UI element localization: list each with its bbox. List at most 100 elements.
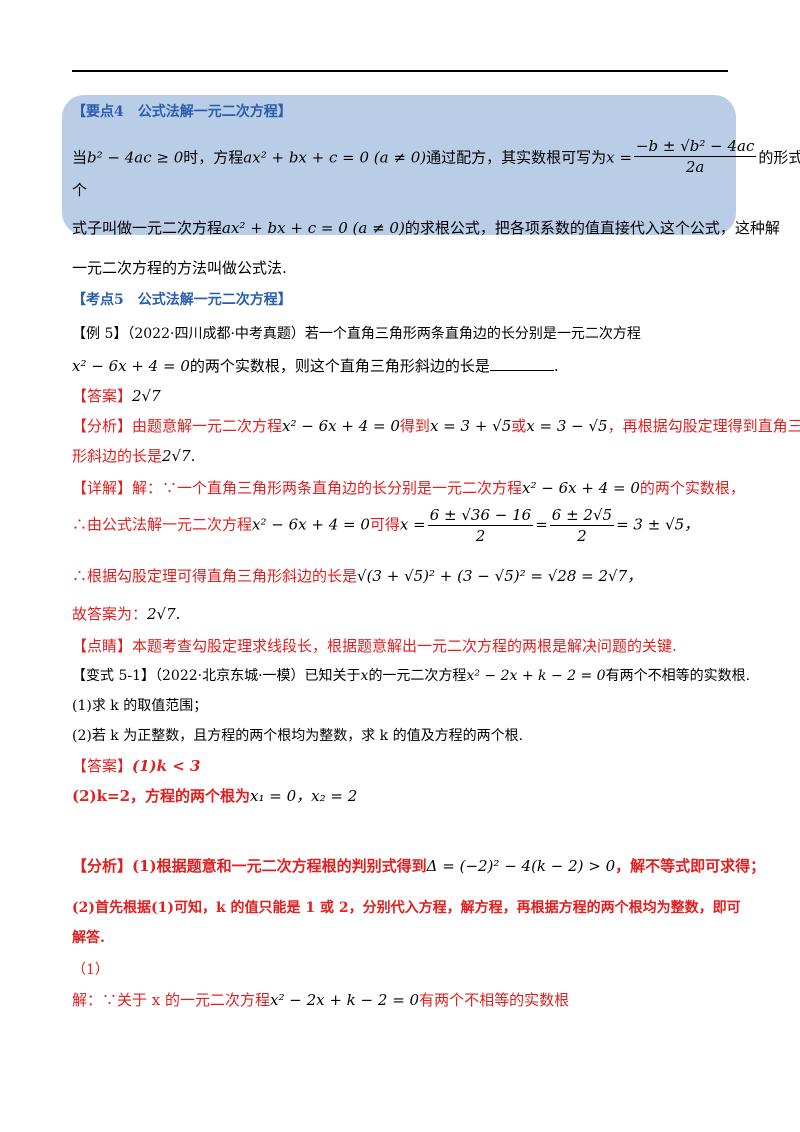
detail2-b: 可得	[369, 515, 400, 534]
kp5-header: 【考点5 公式法解一元二次方程】	[72, 292, 292, 308]
variant51-solution-b: 有两个不相等的实数根	[419, 991, 570, 1009]
analysis-or: 或	[511, 417, 527, 435]
variant51-solution-a: 解：∵关于 x 的一元二次方程	[72, 991, 270, 1009]
detail-label: 【详解】	[72, 479, 133, 497]
answer-value: 2√7	[132, 387, 161, 405]
detail3-a: ∴根据勾股定理可得直角三角形斜边的长是	[72, 567, 358, 585]
variant51-answer1: 【答案】(1)k < 3	[72, 756, 201, 776]
example5-text2: 的两个实数根，则这个直角三角形斜边的长是	[189, 357, 490, 375]
example5-equation: x² − 6x + 4 = 0	[72, 357, 190, 375]
detail2-equation: x² − 6x + 4 = 0	[252, 515, 370, 534]
variant51-analysis-line2: (2)首先根据(1)可知，k 的值只能是 1 或 2，分别代入方程，解方程，再根…	[72, 900, 741, 916]
example5-source: （2022·四川成都·中考真题）	[127, 326, 305, 342]
example5-tip: 【点睛】本题考查勾股定理求线段长，根据题意解出一元二次方程的两根是解决问题的关键…	[72, 636, 677, 656]
variant51-x: x	[360, 668, 369, 684]
point4-line1-b: 时，方程	[183, 148, 244, 167]
fraction2-denominator: 2	[577, 527, 587, 545]
example5-end: .	[553, 357, 559, 375]
point4-line1: 当b² − 4ac ≥ 0时，方程ax² + bx + c = 0 (a ≠ 0…	[72, 136, 800, 179]
variant51-text3: 有两个不相等的实数根.	[605, 668, 751, 684]
variant51-answer1-value: (1)k < 3	[132, 757, 201, 775]
detail2-x: x =	[399, 515, 426, 534]
analysis-equation: x² − 6x + 4 = 0	[282, 417, 400, 435]
answer-label: 【答案】	[72, 387, 133, 405]
point4-line1-d: 的形式，这	[758, 148, 800, 167]
tip-label: 【点睛】	[72, 637, 133, 655]
final-value: 2√7.	[147, 605, 181, 623]
point4-condition: b² − 4ac ≥ 0	[87, 148, 184, 167]
variant51-analysis-line3: 解答.	[72, 930, 105, 946]
detail-text2: 的两个实数根，	[639, 479, 745, 497]
point4-line1-a: 当	[72, 148, 88, 167]
variant51-text2: 的一元二次方程	[368, 668, 467, 684]
point4-line1-c: 通过配方，其实数根可写为	[426, 148, 607, 167]
formula-numerator: −b ± √b² − 4ac	[633, 137, 757, 157]
example5-final: 故答案为：2√7.	[72, 604, 180, 624]
detail-text1: 解：∵一个直角三角形两条直角边的长分别是一元二次方程	[132, 479, 523, 497]
final-label: 故答案为：	[72, 605, 148, 623]
analysis-text3: ，再根据勾股定理得到直角三角	[607, 417, 800, 435]
analysis-label: 【分析】	[72, 417, 133, 435]
example5-line2: x² − 6x + 4 = 0的两个实数根，则这个直角三角形斜边的长是.	[72, 356, 559, 376]
example5-text1: 若一个直角三角形两条直角边的长分别是一元二次方程	[304, 326, 641, 342]
example5-line1: 【例 5】（2022·四川成都·中考真题）若一个直角三角形两条直角边的长分别是一…	[72, 324, 641, 344]
point4-equation: ax² + bx + c = 0 (a ≠ 0)	[243, 148, 427, 167]
example5-detail-line2: ∴由公式法解一元二次方程x² − 6x + 4 = 0可得x =6 ± √36 …	[72, 505, 699, 546]
variant51-answer2-a: (2)k=2，方程的两个根为	[72, 787, 251, 805]
example5-analysis-line1: 【分析】由题意解一元二次方程x² − 6x + 4 = 0得到x = 3 + √…	[72, 416, 800, 436]
analysis-root2: x = 3 − √5	[526, 417, 608, 435]
point4-line4: 一元二次方程的方法叫做公式法.	[72, 259, 287, 277]
analysis-text2: 得到	[399, 417, 430, 435]
detail2-equals: =	[535, 515, 548, 534]
variant51-analysis-line1: 【分析】(1)根据题意和一元二次方程根的判别式得到Δ = (−2)² − 4(k…	[72, 856, 765, 876]
example5-detail-line1: 【详解】解：∵一个直角三角形两条直角边的长分别是一元二次方程x² − 6x + …	[72, 478, 745, 498]
point4-header: 【要点4 公式法解一元二次方程】	[72, 104, 292, 120]
variant51-source: （2022·北京东城·一模）	[155, 668, 305, 684]
variant51-question2: (2)若 k 为正整数，且方程的两个根均为整数，求 k 的值及方程的两个根.	[72, 728, 524, 744]
variant51-label: 【变式 5-1】	[72, 668, 155, 684]
variant51-solution-equation: x² − 2x + k − 2 = 0	[270, 991, 420, 1009]
point4-line3-a: 式子叫做一元二次方程	[72, 219, 223, 237]
variant51-text1: 已知关于	[304, 668, 361, 684]
point4-line2: 个	[72, 181, 88, 199]
variant51-step1: （1）	[72, 962, 109, 978]
point4-formula-lhs: x =	[606, 148, 632, 167]
tip-text: 本题考查勾股定理求线段长，根据题意解出一元二次方程的两根是解决问题的关键.	[132, 637, 677, 655]
example5-answer: 【答案】2√7	[72, 386, 161, 406]
variant51-line1: 【变式 5-1】（2022·北京东城·一模）已知关于x的一元二次方程x² − 2…	[72, 666, 750, 686]
variant51-question1: (1)求 k 的取值范围；	[72, 698, 208, 714]
example5-analysis-line2: 形斜边的长是2√7.	[72, 446, 195, 466]
analysis-root1: x = 3 + √5	[429, 417, 512, 435]
fraction2-numerator: 6 ± 2√5	[549, 506, 615, 526]
fraction1-denominator: 2	[475, 527, 486, 545]
detail2-end: = 3 ± √5，	[616, 515, 700, 534]
point4-line3-b: 的求根公式，把各项系数的值直接代入这个公式，这种解	[404, 219, 780, 237]
example5-detail-line3: ∴根据勾股定理可得直角三角形斜边的长是√(3 + √5)² + (3 − √5)…	[72, 566, 642, 586]
variant51-answer2-roots: x₁ = 0，x₂ = 2	[250, 787, 358, 805]
formula-denominator: 2a	[685, 158, 705, 176]
analysis-text4: 形斜边的长是	[72, 447, 163, 465]
variant51-solution-line1: 解：∵关于 x 的一元二次方程x² − 2x + k − 2 = 0有两个不相等…	[72, 990, 569, 1010]
answer-blank	[489, 358, 554, 371]
detail-equation: x² − 6x + 4 = 0	[522, 479, 640, 497]
variant51-discriminant: Δ = (−2)² − 4(k − 2) > 0	[426, 857, 616, 875]
analysis-text1: 由题意解一元二次方程	[132, 417, 283, 435]
variant51-analysis1-a: (1)根据题意和一元二次方程根的判别式得到	[132, 857, 427, 875]
analysis-value: 2√7.	[162, 447, 196, 465]
variant51-analysis-label: 【分析】	[72, 857, 133, 875]
detail2-a: ∴由公式法解一元二次方程	[72, 515, 253, 534]
variant51-analysis1-b: ，解不等式即可求得；	[615, 857, 766, 875]
detail3-expression: √(3 + √5)² + (3 − √5)² = √28 = 2√7，	[357, 567, 643, 585]
example5-label: 【例 5】	[72, 326, 128, 342]
variant51-equation: x² − 2x + k − 2 = 0	[466, 668, 606, 684]
variant51-answer2: (2)k=2，方程的两个根为x₁ = 0，x₂ = 2	[72, 786, 357, 806]
header-rule	[72, 70, 728, 72]
key-point-box	[62, 95, 736, 235]
point4-line3-equation: ax² + bx + c = 0 (a ≠ 0)	[222, 219, 405, 237]
fraction1-numerator: 6 ± √36 − 16	[427, 506, 534, 526]
variant51-answer-label: 【答案】	[72, 757, 133, 775]
point4-line3: 式子叫做一元二次方程ax² + bx + c = 0 (a ≠ 0)的求根公式，…	[72, 218, 780, 238]
